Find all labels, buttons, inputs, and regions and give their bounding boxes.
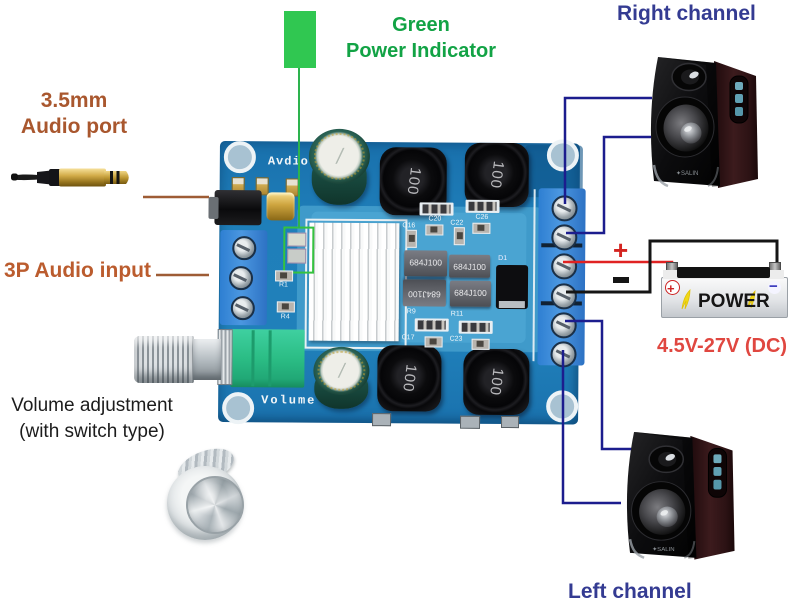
svg-text:POWER: POWER [698,291,770,312]
svg-text:✦SALIN: ✦SALIN [652,546,674,553]
